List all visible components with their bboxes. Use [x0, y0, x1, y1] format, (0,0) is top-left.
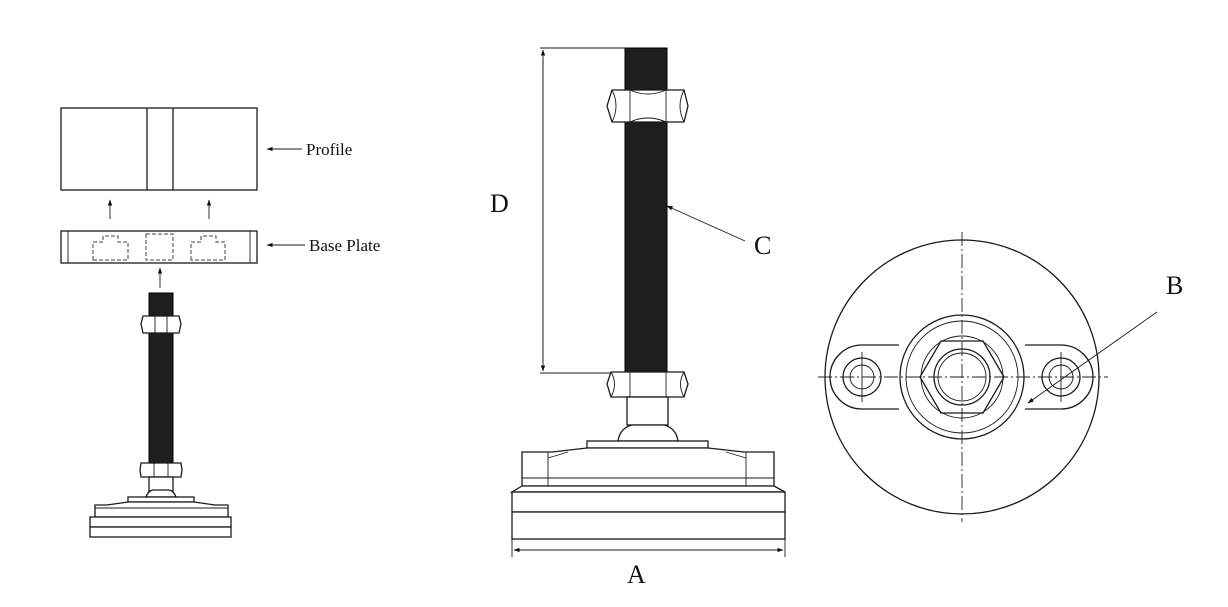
- dimension-d: [540, 47, 626, 374]
- profile-label: Profile: [306, 140, 352, 159]
- small-leveling-foot: [89, 292, 232, 538]
- top-hex-nut: [606, 89, 689, 123]
- dim-a-label: A: [627, 560, 646, 589]
- leader-b: [1027, 311, 1158, 404]
- base-plate-label: Base Plate: [309, 236, 380, 255]
- base-plate: [60, 230, 258, 264]
- ball-joint: [617, 396, 679, 442]
- top-view: B: [818, 232, 1183, 522]
- foot-base: [509, 440, 786, 540]
- dim-c-label: C: [754, 231, 771, 260]
- leader-c: [666, 205, 746, 242]
- dimensioned-foot-view: D C A: [490, 47, 786, 589]
- dim-d-label: D: [490, 189, 509, 218]
- assembly-view: Profile Base Plate: [60, 107, 380, 538]
- dim-b-label: B: [1166, 271, 1183, 300]
- profile-block: [60, 107, 258, 191]
- dimension-a: [511, 539, 786, 557]
- lower-hex-nut: [606, 371, 689, 398]
